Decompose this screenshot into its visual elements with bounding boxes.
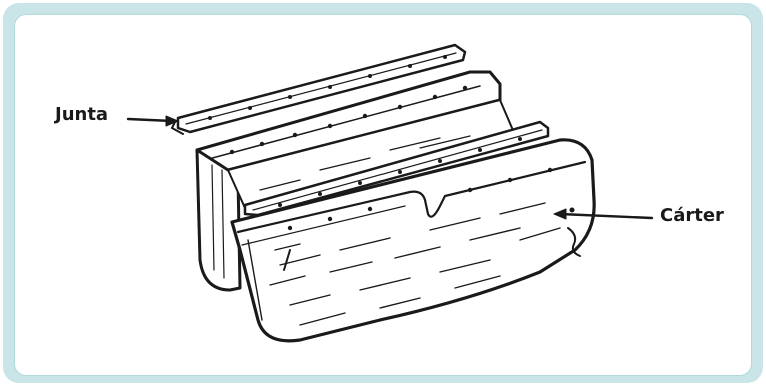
gasket-leader-arrow — [128, 116, 178, 126]
gasket-label: Junta — [55, 106, 108, 124]
oil-pan-label: Cárter — [660, 207, 724, 225]
